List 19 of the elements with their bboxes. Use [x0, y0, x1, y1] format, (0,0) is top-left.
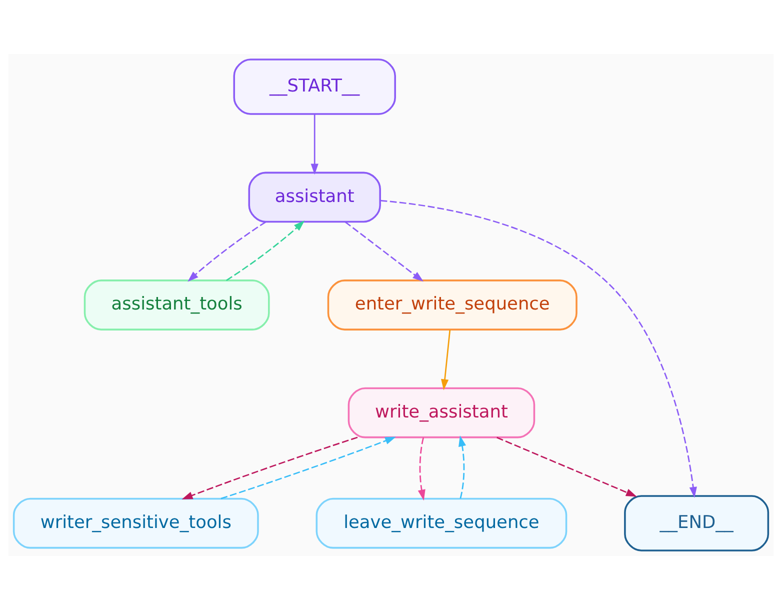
node-box: assistant_tools — [84, 280, 270, 330]
node-box: enter_write_sequence — [327, 280, 578, 330]
node-box: __START__ — [233, 58, 396, 115]
arrow — [418, 437, 426, 501]
arrow — [220, 436, 396, 500]
node-box: write_assistant — [348, 387, 536, 438]
arrow — [226, 220, 305, 281]
node-box: writer_sensitive_tools — [12, 498, 259, 549]
node-box: __END__ — [624, 495, 770, 552]
node-box: leave_write_sequence — [316, 498, 568, 549]
arrow — [344, 221, 424, 282]
arrow — [182, 436, 358, 500]
arrow — [458, 435, 466, 499]
arrow — [188, 221, 266, 282]
arrow — [441, 330, 451, 390]
arrow — [496, 436, 637, 497]
arrow — [380, 200, 697, 498]
arrow — [310, 114, 318, 175]
node-box: assistant — [248, 172, 381, 223]
